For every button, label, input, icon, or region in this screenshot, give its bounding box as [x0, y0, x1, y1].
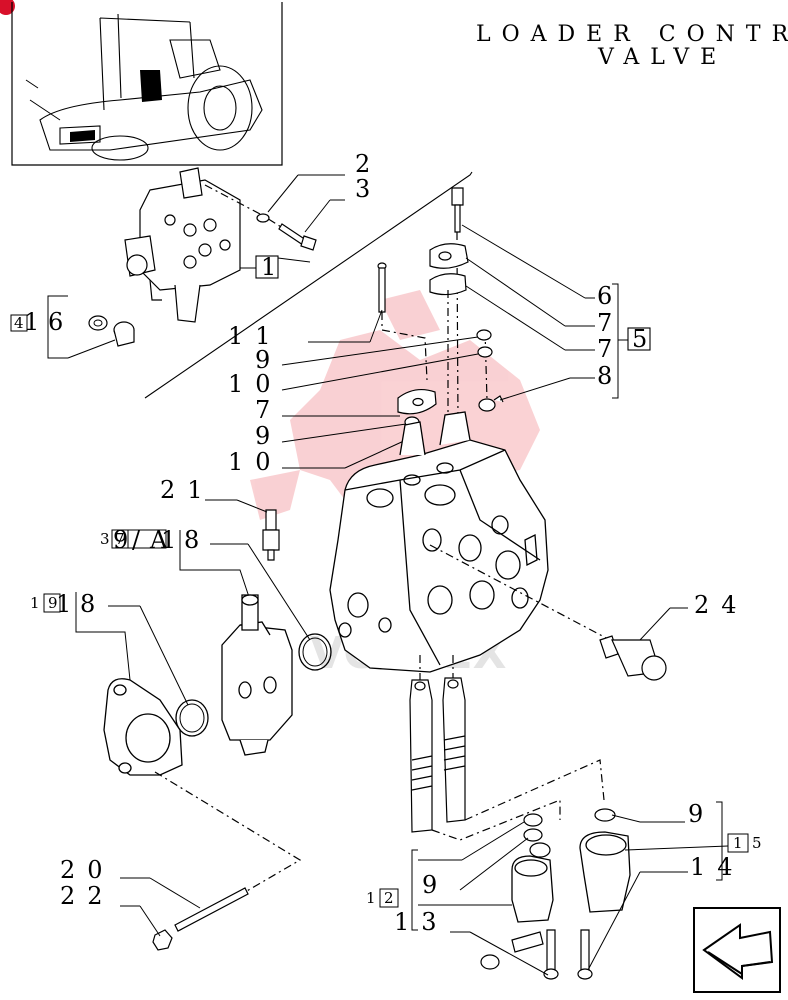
nut-22 — [152, 929, 173, 951]
washer-9-left — [523, 813, 543, 827]
callout-1g: 1 — [366, 889, 376, 907]
callout-6: 6 — [597, 282, 624, 310]
ref-box-15 — [727, 833, 749, 853]
callout-10a: 10 — [228, 370, 283, 398]
callout-7d: 7 — [115, 530, 125, 548]
callout-7a: 7 — [597, 309, 624, 337]
separator-slash: / — [132, 526, 152, 554]
bolt-top-right — [451, 187, 464, 233]
callout-9d: 9 — [48, 594, 58, 612]
callout-1: 1 — [261, 253, 288, 281]
end-cap — [103, 678, 183, 776]
callout-8: 8 — [597, 362, 624, 390]
seal-12 — [523, 828, 543, 842]
ref-box-4 — [10, 314, 28, 332]
long-bolt-20 — [174, 887, 249, 932]
flange-7-lower — [397, 388, 437, 415]
oring-large-2 — [175, 699, 209, 737]
bolt-11 — [377, 262, 387, 313]
flange-7-upper — [429, 243, 469, 296]
callout-a: A — [149, 526, 179, 554]
main-control-valve-block — [329, 411, 549, 673]
callout-2: 2 — [355, 150, 382, 178]
washer-2 — [256, 213, 270, 223]
ref-box-a — [127, 529, 167, 549]
ref-box-1 — [255, 255, 279, 279]
callout-1c: 1 — [161, 526, 188, 554]
callout-10b: 10 — [228, 448, 283, 476]
tractor-thumbnail — [11, 2, 283, 166]
callout-4: 4 — [14, 314, 24, 332]
callout-2b: 2 — [384, 889, 394, 907]
sensor-24 — [599, 635, 667, 681]
callout-9f: 9 — [422, 871, 449, 899]
washer-9-right — [594, 808, 616, 822]
plug-fitting — [113, 321, 135, 347]
callout-18a: 8 — [184, 526, 211, 554]
callout-7c: 7 — [255, 396, 282, 424]
oring-9-upper — [476, 329, 492, 341]
callout-21: 21 — [160, 476, 215, 504]
spacer-block-18 — [221, 594, 293, 756]
diagram-title-line2: VALVE — [597, 45, 727, 70]
diagram-title-line1: LOADER CONTR — [476, 22, 788, 47]
ref-box-5 — [627, 327, 651, 351]
oring-10-upper — [477, 346, 493, 358]
callout-7b: 7 — [597, 335, 624, 363]
callout-1b: 1 — [24, 308, 51, 336]
callout-9c: 9 — [113, 526, 140, 554]
callout-9a: 9 — [255, 346, 282, 374]
spool-cap-14 — [579, 831, 631, 913]
cap-bolts — [480, 929, 593, 980]
ref-box-9 — [43, 593, 61, 613]
ref-box-12 — [379, 888, 399, 908]
callout-1e: 1 — [56, 590, 83, 618]
callout-3b: 3 — [100, 530, 110, 548]
seal-ring-small — [88, 315, 108, 331]
callout-20: 20 — [60, 856, 115, 884]
callout-1d: 1 — [30, 594, 40, 612]
callout-9e: 9 — [688, 800, 715, 828]
callout-18b: 8 — [80, 590, 107, 618]
spool-cap-13 — [511, 855, 554, 923]
callout-22: 22 — [60, 882, 115, 910]
bolt-3 — [278, 223, 317, 251]
callout-11: 11 — [228, 322, 283, 350]
elbow-8 — [478, 395, 504, 412]
fitting-21 — [262, 509, 280, 561]
callout-6b: 6 — [48, 308, 75, 336]
oring-large-1 — [298, 633, 332, 671]
callout-5: 5 — [632, 325, 659, 353]
callout-1f: 1 — [733, 834, 743, 852]
callout-3: 3 — [355, 175, 382, 203]
callout-14: 14 — [690, 853, 745, 881]
callout-9b: 9 — [255, 422, 282, 450]
callout-24: 24 — [694, 591, 749, 619]
callout-13: 13 — [394, 908, 449, 936]
callout-5b: 5 — [752, 834, 762, 852]
spool-rods — [409, 677, 466, 833]
next-page-arrow-icon[interactable] — [693, 907, 781, 993]
valve-assembly-small — [124, 167, 241, 323]
page-corner-marker-icon — [0, 0, 15, 15]
